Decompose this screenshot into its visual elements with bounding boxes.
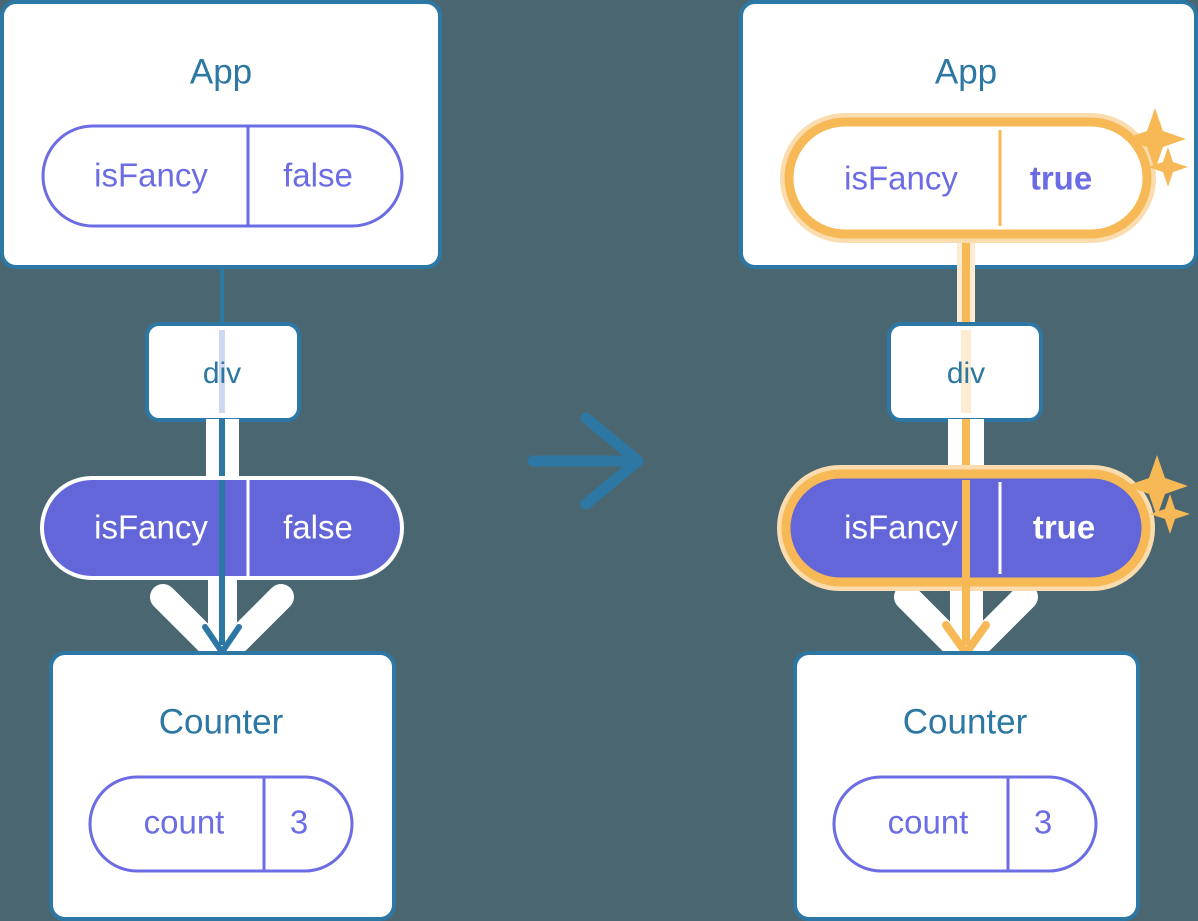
panel-before: App isFancy false div isFa — [0, 0, 442, 921]
app-state-pill-left-key: isFancy — [94, 157, 208, 194]
sparkle-large-app — [1124, 108, 1186, 170]
counter-title-right: Counter — [903, 702, 1028, 741]
counter-state-pill-left: count 3 — [88, 775, 354, 873]
panel-after: App isFancy true div — [739, 0, 1198, 921]
div-box-right: div — [887, 322, 1043, 422]
app-state-pill-right-key: isFancy — [844, 160, 958, 197]
sparkle-small-prop-glyph — [1150, 494, 1190, 534]
app-state-pill-left-value: false — [283, 157, 353, 194]
div-label-right: div — [947, 357, 985, 390]
connector-div-to-prop-left — [206, 419, 239, 482]
counter-state-pill-left-value: 3 — [290, 804, 308, 841]
counter-state-pill-right-key: count — [888, 804, 969, 841]
counter-state-pill-left-key: count — [144, 804, 225, 841]
sparkle-large-app-glyph — [1124, 108, 1186, 170]
counter-state-pill-right-shape — [832, 775, 1098, 873]
app-state-pill-left: isFancy false — [41, 124, 404, 228]
transition-arrow — [527, 412, 644, 510]
sparkle-large-prop — [1126, 455, 1188, 517]
sparkle-large-prop-glyph — [1126, 455, 1188, 517]
app-state-pill-right-highlight-ring — [784, 117, 1152, 239]
app-state-pill-left-shape — [41, 124, 404, 228]
prop-pill-right-value: true — [1033, 509, 1095, 546]
sparkle-small-prop — [1150, 494, 1190, 534]
sparkle-small-app — [1148, 147, 1188, 187]
transition-arrow-head — [580, 412, 644, 510]
app-title-left: App — [190, 52, 252, 91]
app-state-pill-right: isFancy true — [780, 113, 1156, 243]
prop-pill-left-key: isFancy — [94, 509, 208, 546]
sparkle-small-app-glyph — [1148, 147, 1188, 187]
counter-state-pill-right-value: 3 — [1034, 804, 1052, 841]
counter-state-pill-right: count 3 — [832, 775, 1098, 873]
app-title-right: App — [935, 52, 997, 91]
app-state-pill-right-value: true — [1030, 160, 1092, 197]
prop-pill-right-key: isFancy — [844, 509, 958, 546]
counter-state-pill-left-shape — [88, 775, 354, 873]
counter-title-left: Counter — [159, 702, 284, 741]
prop-pill-left-value: false — [283, 509, 353, 546]
div-box-left: div — [145, 322, 301, 422]
div-label-left: div — [203, 357, 241, 390]
